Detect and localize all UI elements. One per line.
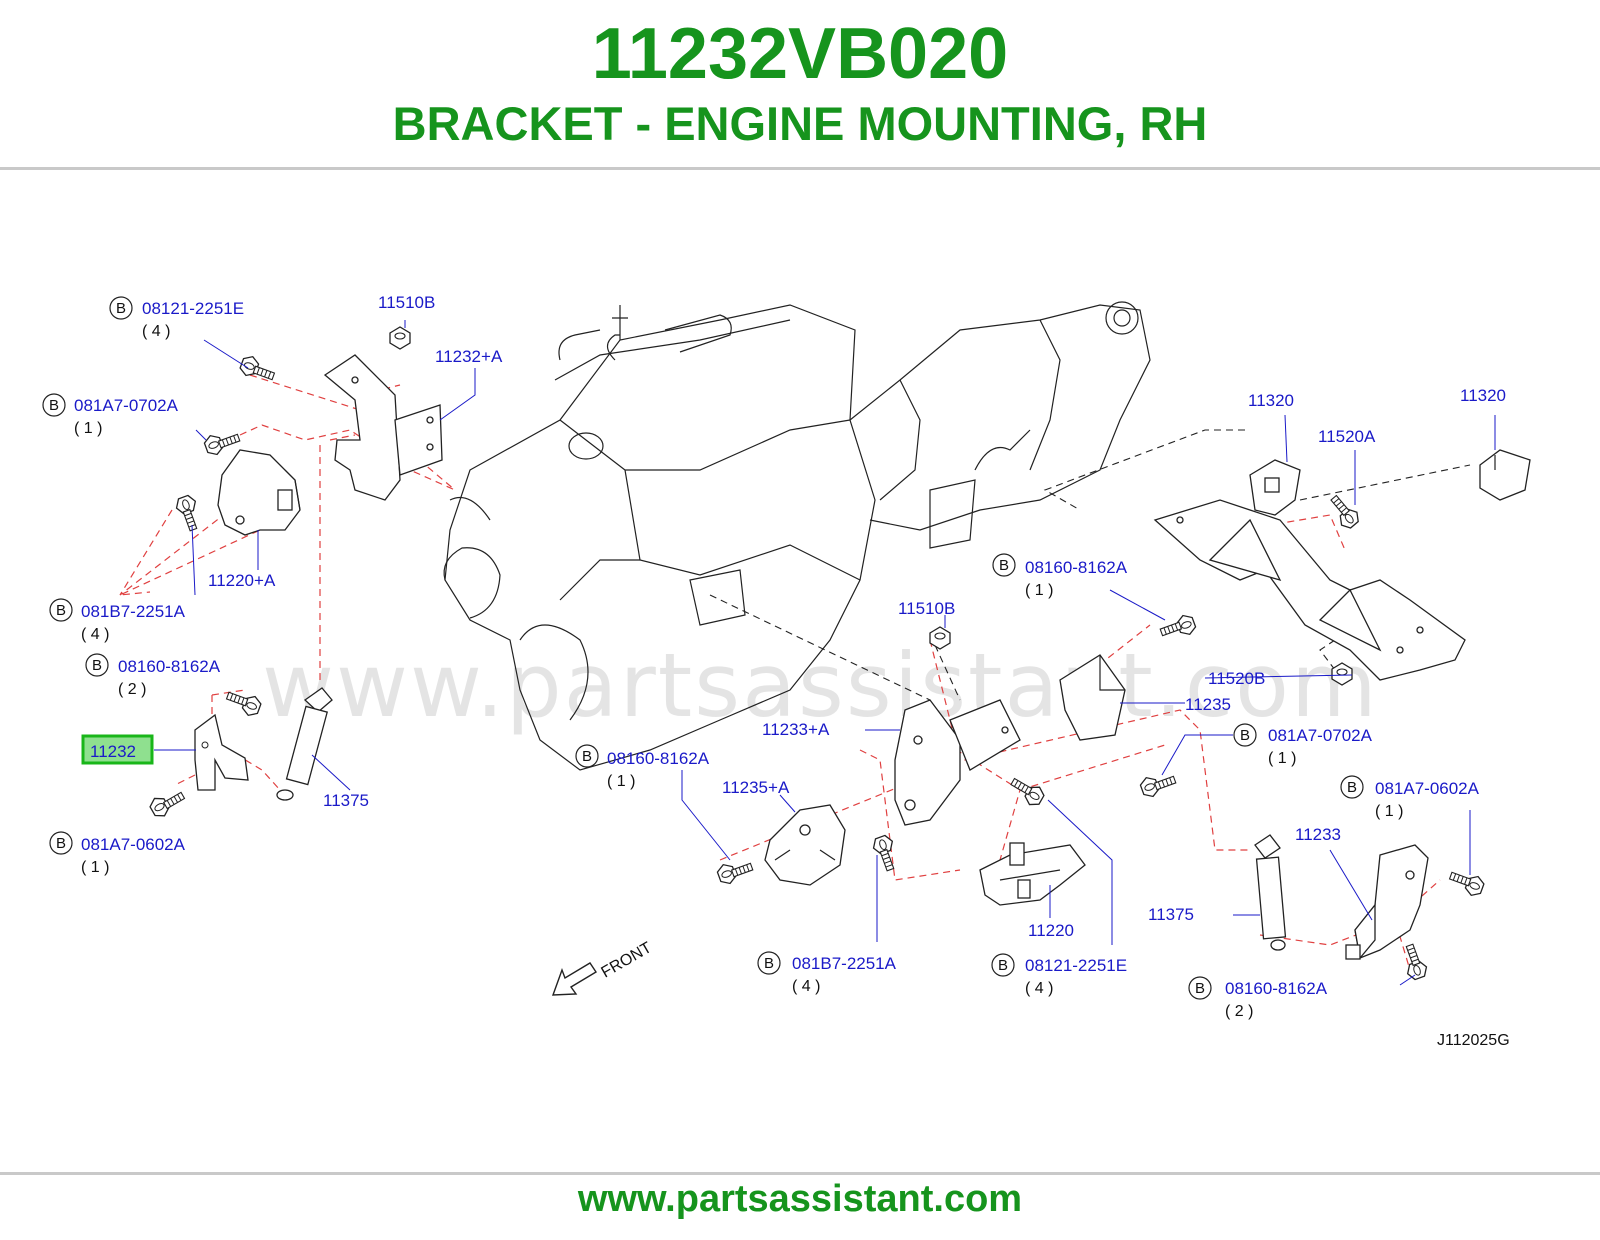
svg-text:( 4 ): ( 4 )	[792, 978, 820, 995]
svg-text:B: B	[998, 957, 1008, 974]
svg-text:B: B	[764, 955, 774, 972]
mount-11320-left-drawing	[1249, 459, 1301, 516]
insulator-11220-drawing	[979, 842, 1086, 906]
label-081a7-0702a-left[interactable]: 081A7-0702A	[74, 396, 179, 415]
label-081b7-2251a-center[interactable]: 081B7-2251A	[792, 954, 897, 973]
label-11375-left[interactable]: 11375	[323, 791, 369, 810]
label-08160-8162a-left[interactable]: 08160-8162A	[118, 657, 221, 676]
bolt-081a7-0702a-right	[1138, 768, 1179, 800]
bolt-11520a	[1324, 491, 1363, 532]
svg-text:B: B	[1195, 980, 1205, 997]
bracket-11235-plus-a-drawing	[764, 804, 846, 886]
watermark-text: www.partsassistant.com	[262, 634, 1379, 737]
svg-text:B: B	[1347, 779, 1357, 796]
bracket-11233-plus-a-drawing	[894, 699, 1021, 826]
label-11510b-left[interactable]: 11510B	[378, 293, 435, 312]
crossmember-11320-drawing	[1153, 499, 1466, 681]
label-11233[interactable]: 11233	[1295, 825, 1341, 844]
bracket-11232-plus-a-drawing	[323, 354, 443, 501]
label-08160-8162a-center[interactable]: 08160-8162A	[1025, 558, 1128, 577]
front-label: FRONT	[599, 939, 655, 981]
footer-url-text[interactable]: www.partsassistant.com	[577, 1178, 1023, 1220]
part-labels: 08121-2251E ( 4 ) 11510B 11232+A 081A7-0…	[74, 293, 1506, 1020]
header-divider	[0, 167, 1600, 170]
damper-11375-right-drawing	[1254, 834, 1287, 951]
svg-text:( 1 ): ( 1 )	[1268, 750, 1296, 767]
svg-text:( 1 ): ( 1 )	[1025, 582, 1053, 599]
label-08160-8162a-right[interactable]: 08160-8162A	[1225, 979, 1328, 998]
svg-text:( 2 ): ( 2 )	[1225, 1003, 1253, 1020]
bolt-081a7-0602a-right	[1446, 867, 1487, 899]
label-11220-plus-a[interactable]: 11220+A	[208, 571, 276, 590]
drawing-code: J112025G	[1437, 1032, 1510, 1049]
front-arrow-icon	[551, 962, 597, 996]
svg-text:B: B	[582, 748, 592, 765]
damper-11375-left-drawing	[276, 687, 333, 801]
label-11233-plus-a[interactable]: 11233+A	[762, 720, 830, 739]
label-11220[interactable]: 11220	[1028, 921, 1074, 940]
label-11520b[interactable]: 11520B	[1208, 669, 1265, 688]
nut-11510b-left	[389, 326, 411, 350]
svg-text:B: B	[92, 657, 102, 674]
part-number-title: 11232VB020	[591, 14, 1009, 94]
svg-text:( 4 ): ( 4 )	[81, 626, 109, 643]
insulator-11220-plus-a-drawing	[217, 449, 301, 536]
svg-text:( 2 ): ( 2 )	[118, 681, 146, 698]
mount-11320-right-drawing	[1479, 449, 1531, 501]
bolt-081a7-0602a-left	[146, 784, 188, 821]
label-11235[interactable]: 11235	[1185, 695, 1231, 714]
bolt-081b7-left	[173, 493, 205, 534]
bolt-markers: B B B B B B B B B B B B	[42, 296, 1364, 1000]
label-08121-2251e-center[interactable]: 08121-2251E	[1025, 956, 1127, 975]
svg-text:B: B	[49, 397, 59, 414]
selected-part-highlight[interactable]	[81, 734, 154, 765]
label-081a7-0602a-right[interactable]: 081A7-0602A	[1375, 779, 1480, 798]
label-081b7-2251a-left[interactable]: 081B7-2251A	[81, 602, 186, 621]
label-11320-left[interactable]: 11320	[1248, 391, 1294, 410]
bolt-08160-left	[223, 687, 264, 719]
svg-text:B: B	[56, 835, 66, 852]
bolt-08121-center	[1006, 773, 1048, 810]
leader-lines	[154, 320, 1496, 986]
label-11510b-center[interactable]: 11510B	[898, 599, 955, 618]
bracket-11235-drawing	[1059, 654, 1126, 741]
label-08160-8162a-lower[interactable]: 08160-8162A	[607, 749, 710, 768]
label-11520a[interactable]: 11520A	[1318, 427, 1376, 446]
svg-text:( 1 ): ( 1 )	[74, 420, 102, 437]
label-11375-right[interactable]: 11375	[1148, 905, 1194, 924]
bracket-11233-drawing	[1345, 844, 1429, 960]
bolt-081b7-center	[870, 833, 902, 874]
label-08121-2251e-left[interactable]: 08121-2251E	[142, 299, 244, 318]
svg-text:B: B	[1240, 727, 1250, 744]
svg-text:( 1 ): ( 1 )	[607, 773, 635, 790]
part-name-subtitle: BRACKET - ENGINE MOUNTING, RH	[392, 97, 1208, 150]
svg-text:( 4 ): ( 4 )	[1025, 980, 1053, 997]
label-11232-plus-a[interactable]: 11232+A	[435, 347, 503, 366]
svg-text:B: B	[999, 557, 1009, 574]
label-11232-selected[interactable]: 11232	[90, 742, 136, 761]
svg-text:( 1 ): ( 1 )	[81, 859, 109, 876]
label-11235-plus-a[interactable]: 11235+A	[722, 778, 790, 797]
svg-text:( 1 ): ( 1 )	[1375, 803, 1403, 820]
engine-transmission-drawing	[443, 301, 1151, 771]
bolt-081a7-0702a-left	[202, 426, 243, 458]
svg-text:B: B	[116, 300, 126, 317]
bolt-08160-lower-center	[715, 855, 756, 887]
bolt-08121-left	[237, 353, 278, 385]
label-081a7-0602a-left[interactable]: 081A7-0602A	[81, 835, 186, 854]
label-081a7-0702a-right[interactable]: 081A7-0702A	[1268, 726, 1373, 745]
svg-text:( 4 ): ( 4 )	[142, 323, 170, 340]
svg-text:B: B	[56, 602, 66, 619]
bracket-11232-drawing	[194, 713, 249, 791]
footer-divider	[0, 1172, 1600, 1175]
label-11320-right[interactable]: 11320	[1460, 386, 1506, 405]
